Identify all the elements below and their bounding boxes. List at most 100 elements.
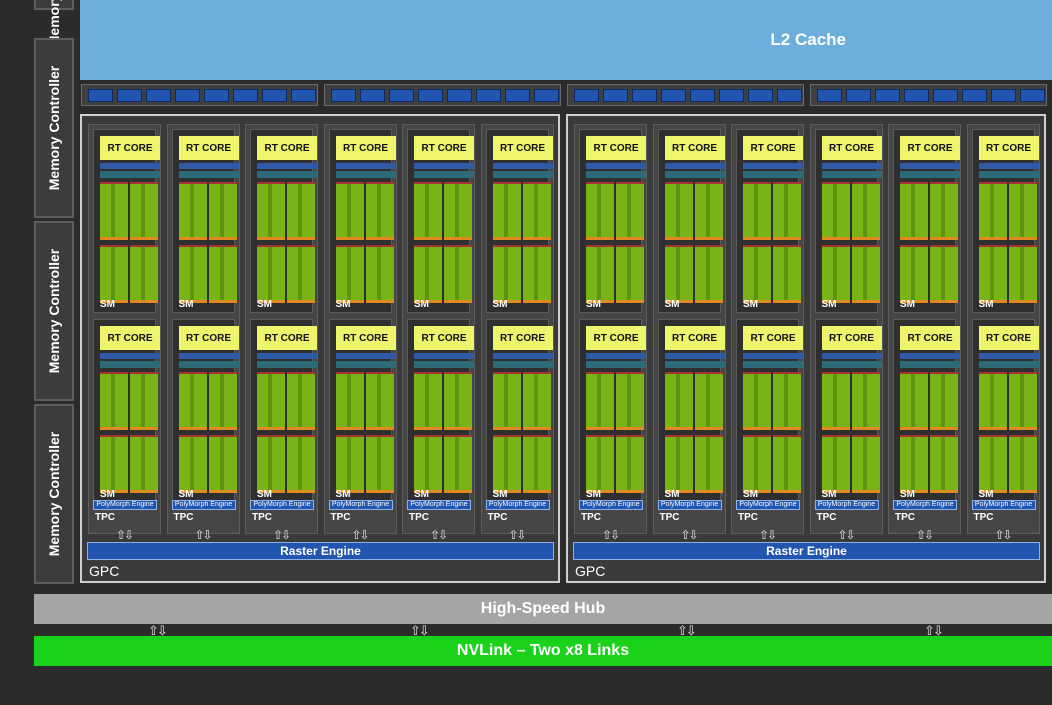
processing-block bbox=[586, 245, 614, 303]
memory-controller: Memory Controller bbox=[34, 221, 74, 401]
processing-block bbox=[208, 435, 237, 493]
processing-block bbox=[178, 245, 207, 303]
processing-block bbox=[335, 435, 364, 493]
memory-bank-cell bbox=[933, 88, 958, 102]
sm-scheduler-bar bbox=[492, 361, 553, 368]
sm-scheduler-bar bbox=[900, 171, 960, 178]
processing-block bbox=[208, 182, 237, 240]
memory-bank-cell bbox=[690, 88, 715, 102]
memory-bank-bar bbox=[81, 84, 318, 106]
processing-block bbox=[287, 245, 315, 303]
polymorph-engine: PolyMorph Engine bbox=[893, 500, 957, 510]
rt-core: RT CORE bbox=[900, 326, 960, 350]
tpc-label: TPC bbox=[487, 512, 508, 523]
processing-block bbox=[522, 245, 551, 303]
bidirectional-arrow-icon: ⇧⇩ bbox=[759, 528, 777, 542]
tpc-label: TPC bbox=[738, 512, 758, 523]
rt-core: RT CORE bbox=[100, 136, 160, 160]
processing-block bbox=[851, 435, 880, 493]
processing-block bbox=[335, 182, 364, 240]
memory-bank-cell bbox=[505, 88, 530, 102]
rt-core: RT CORE bbox=[178, 326, 239, 350]
processing-block bbox=[178, 372, 207, 430]
sm-cache-bar bbox=[664, 353, 725, 359]
sm-label: SM bbox=[100, 489, 115, 500]
memory-bank-cell bbox=[719, 88, 744, 102]
sm-scheduler-bar bbox=[492, 171, 553, 178]
rt-core: RT CORE bbox=[586, 136, 646, 160]
processing-block bbox=[900, 245, 928, 303]
processing-block bbox=[444, 435, 472, 493]
tpc-label: TPC bbox=[252, 512, 272, 523]
sm-label: SM bbox=[257, 299, 272, 310]
sm-label: SM bbox=[414, 489, 429, 500]
processing-block bbox=[773, 372, 801, 430]
processing-block bbox=[257, 245, 285, 303]
memory-bank-cell bbox=[117, 88, 142, 102]
sm-scheduler-bar bbox=[178, 171, 239, 178]
processing-block bbox=[100, 245, 128, 303]
processing-block bbox=[821, 372, 850, 430]
processing-block bbox=[978, 435, 1007, 493]
polymorph-engine: PolyMorph Engine bbox=[93, 500, 157, 510]
memory-controller-label: Memory Controller bbox=[46, 248, 62, 374]
processing-block bbox=[414, 245, 442, 303]
sm-label: SM bbox=[414, 299, 429, 310]
polymorph-engine: PolyMorph Engine bbox=[485, 500, 550, 510]
sm-cache-bar bbox=[257, 353, 317, 359]
sm-cache-bar bbox=[821, 163, 882, 169]
processing-block bbox=[100, 182, 128, 240]
sm-label: SM bbox=[900, 489, 915, 500]
memory-bank-cell bbox=[204, 88, 229, 102]
sm-label: SM bbox=[492, 299, 508, 310]
processing-block bbox=[130, 435, 158, 493]
rt-core: RT CORE bbox=[821, 136, 882, 160]
bidirectional-arrow-icon: ⇧⇩ bbox=[116, 528, 134, 542]
sm-cache-bar bbox=[257, 163, 317, 169]
memory-bank-cell bbox=[603, 88, 628, 102]
processing-block bbox=[586, 182, 614, 240]
memory-bank-cell bbox=[534, 88, 559, 102]
sm-scheduler-bar bbox=[335, 361, 396, 368]
tpc-label: TPC bbox=[659, 512, 680, 523]
sm-label: SM bbox=[978, 299, 994, 310]
processing-block bbox=[586, 435, 614, 493]
processing-block bbox=[664, 372, 693, 430]
processing-block bbox=[130, 182, 158, 240]
processing-block bbox=[1008, 372, 1037, 430]
processing-block bbox=[851, 245, 880, 303]
bidirectional-arrow-icon: ⇧⇩ bbox=[602, 528, 620, 542]
sm-cache-bar bbox=[414, 163, 474, 169]
memory-bank-bar bbox=[567, 84, 804, 106]
sm-cache-bar bbox=[900, 163, 960, 169]
memory-bank-cell bbox=[632, 88, 657, 102]
sm-cache-bar bbox=[978, 353, 1039, 359]
rt-core: RT CORE bbox=[178, 136, 239, 160]
sm-cache-bar bbox=[335, 353, 396, 359]
memory-bank-cell bbox=[291, 88, 316, 102]
processing-block bbox=[694, 245, 723, 303]
sm-scheduler-bar bbox=[414, 361, 474, 368]
sm-cache-bar bbox=[586, 163, 646, 169]
sm-scheduler-bar bbox=[257, 171, 317, 178]
memory-bank-cell bbox=[447, 88, 472, 102]
processing-block bbox=[257, 372, 285, 430]
polymorph-engine: PolyMorph Engine bbox=[971, 500, 1036, 510]
